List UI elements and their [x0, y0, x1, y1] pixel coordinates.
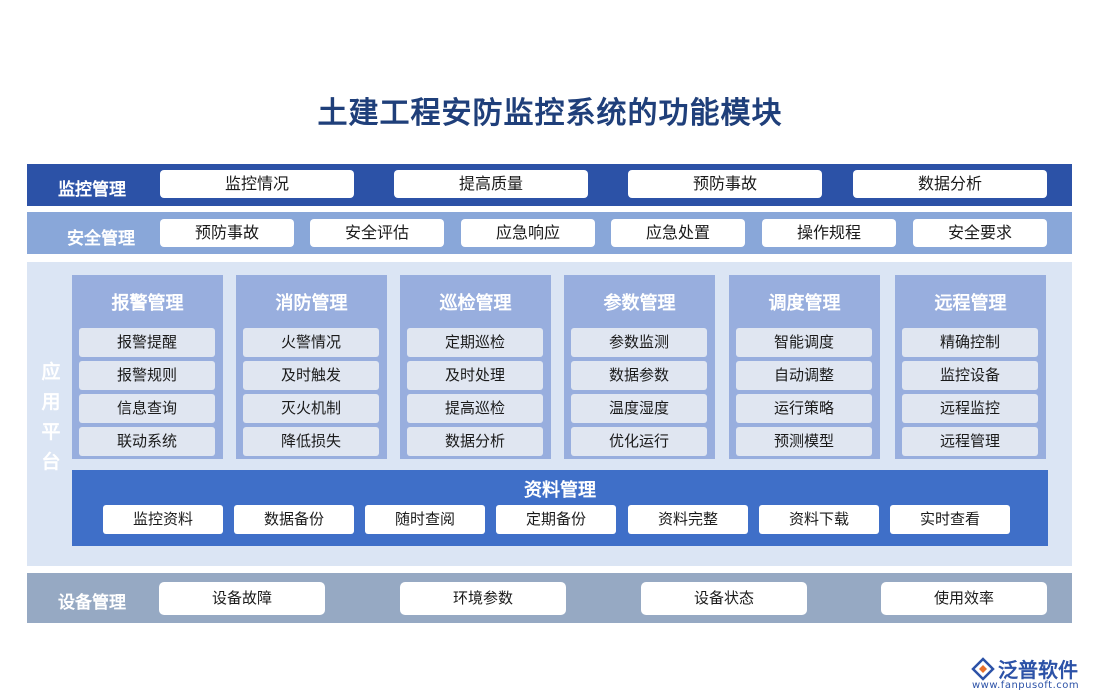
module-item: 报警提醒: [79, 328, 215, 357]
device-item: 环境参数: [400, 582, 566, 615]
data-management-box: 资料管理 监控资料 数据备份 随时查阅 定期备份 资料完整 资料下载 实时查看: [72, 470, 1048, 546]
module-parameter: 参数管理 参数监测 数据参数 温度湿度 优化运行: [564, 275, 715, 459]
module-title: 报警管理: [111, 293, 184, 314]
module-item: 及时触发: [243, 361, 379, 390]
module-item: 数据分析: [407, 427, 543, 456]
module-title: 参数管理: [603, 293, 676, 314]
device-item: 设备状态: [641, 582, 807, 615]
module-item: 预测模型: [736, 427, 872, 456]
diagram-title: 土建工程安防监控系统的功能模块: [317, 96, 783, 131]
safety-item: 预防事故: [160, 219, 294, 247]
app-label-char: 台: [41, 451, 61, 473]
app-platform-band: 应 用 平 台 报警管理 报警提醒 报警规则 信息查询 联动系统 消防管理 火警…: [27, 262, 1072, 566]
module-item: 信息查询: [79, 394, 215, 423]
module-title: 巡检管理: [439, 293, 512, 314]
module-item: 精确控制: [902, 328, 1038, 357]
module-fire: 消防管理 火警情况 及时触发 灭火机制 降低损失: [236, 275, 387, 459]
device-band-label: 设备管理: [58, 593, 126, 613]
monitor-band-label: 监控管理: [58, 180, 126, 200]
device-item: 设备故障: [159, 582, 325, 615]
module-item: 数据参数: [571, 361, 707, 390]
module-item: 智能调度: [736, 328, 872, 357]
data-management-item: 监控资料: [103, 505, 223, 534]
monitor-item: 预防事故: [628, 170, 822, 198]
data-management-item: 随时查阅: [365, 505, 485, 534]
safety-item: 安全评估: [310, 219, 444, 247]
module-item: 及时处理: [407, 361, 543, 390]
module-item: 参数监测: [571, 328, 707, 357]
module-remote: 远程管理 精确控制 监控设备 远程监控 远程管理: [895, 275, 1046, 459]
safety-item: 操作规程: [762, 219, 896, 247]
monitor-item: 提高质量: [394, 170, 588, 198]
data-management-title: 资料管理: [524, 480, 596, 501]
device-item: 使用效率: [881, 582, 1047, 615]
module-item: 远程管理: [902, 427, 1038, 456]
module-title: 远程管理: [934, 293, 1007, 314]
brand-logo: 泛普软件 www.fanpusoft.com: [970, 654, 1095, 694]
safety-item: 应急响应: [461, 219, 595, 247]
data-management-item: 资料完整: [628, 505, 748, 534]
module-item: 监控设备: [902, 361, 1038, 390]
module-item: 灭火机制: [243, 394, 379, 423]
safety-item: 安全要求: [913, 219, 1047, 247]
module-item: 运行策略: [736, 394, 872, 423]
data-management-item: 资料下载: [759, 505, 879, 534]
monitor-item: 监控情况: [160, 170, 354, 198]
app-label-char: 平: [41, 421, 61, 443]
module-item: 降低损失: [243, 427, 379, 456]
module-title: 消防管理: [275, 293, 348, 314]
device-band: 设备管理 设备故障 环境参数 设备状态 使用效率: [27, 573, 1072, 623]
module-title: 调度管理: [768, 293, 841, 314]
module-item: 定期巡检: [407, 328, 543, 357]
module-alarm: 报警管理 报警提醒 报警规则 信息查询 联动系统: [72, 275, 223, 459]
module-dispatch: 调度管理 智能调度 自动调整 运行策略 预测模型: [729, 275, 880, 459]
data-management-item: 实时查看: [890, 505, 1010, 534]
data-management-item: 数据备份: [234, 505, 354, 534]
app-platform-label: 应 用 平 台: [39, 357, 63, 477]
module-item: 提高巡检: [407, 394, 543, 423]
app-label-char: 用: [41, 391, 61, 413]
logo-name: 泛普软件: [998, 658, 1078, 682]
module-item: 报警规则: [79, 361, 215, 390]
module-item: 火警情况: [243, 328, 379, 357]
data-management-item: 定期备份: [496, 505, 616, 534]
module-inspection: 巡检管理 定期巡检 及时处理 提高巡检 数据分析: [400, 275, 551, 459]
module-item: 优化运行: [571, 427, 707, 456]
safety-item: 应急处置: [611, 219, 745, 247]
module-item: 自动调整: [736, 361, 872, 390]
safety-band: 安全管理 预防事故 安全评估 应急响应 应急处置 操作规程 安全要求: [27, 212, 1072, 254]
module-item: 联动系统: [79, 427, 215, 456]
safety-band-label: 安全管理: [67, 229, 135, 249]
logo-mark-icon: [971, 657, 995, 681]
monitor-band: 监控管理 监控情况 提高质量 预防事故 数据分析: [27, 164, 1072, 206]
module-item: 温度湿度: [571, 394, 707, 423]
monitor-item: 数据分析: [853, 170, 1047, 198]
logo-url: www.fanpusoft.com: [972, 680, 1080, 691]
module-item: 远程监控: [902, 394, 1038, 423]
app-label-char: 应: [41, 361, 61, 383]
